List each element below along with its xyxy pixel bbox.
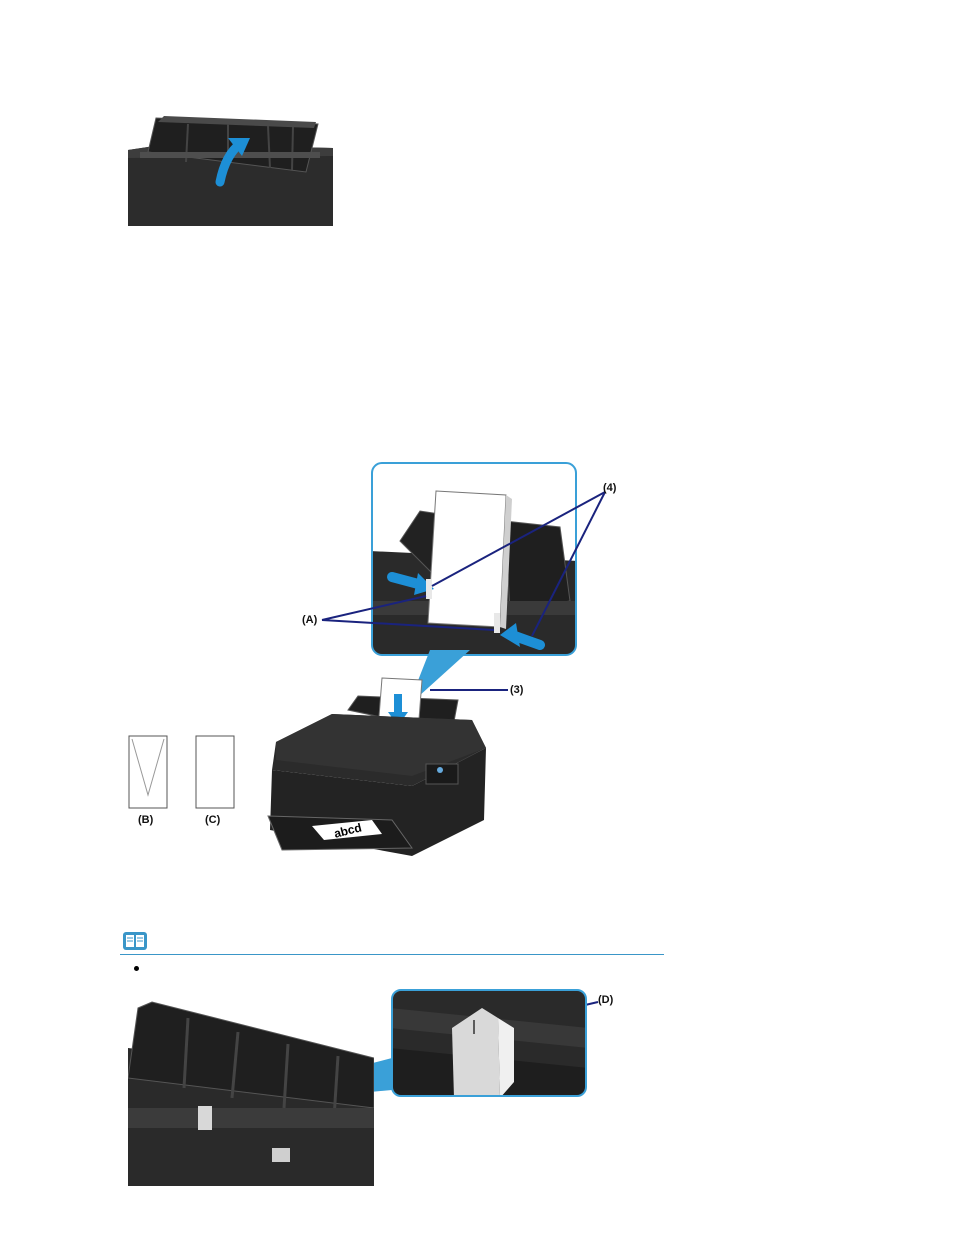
- guide-mark-callout: [390, 988, 588, 1098]
- envelope-b: [128, 735, 168, 809]
- note-book-icon: [122, 931, 148, 951]
- label-d: (D): [598, 994, 613, 1006]
- label-c: (C): [205, 814, 220, 826]
- note-icon-wrap: [122, 931, 148, 951]
- rear-tray-closeup: [128, 998, 374, 1186]
- label-three: (3): [510, 684, 523, 696]
- printer-illustration: abcd: [262, 670, 492, 856]
- label-a: (A): [302, 614, 317, 626]
- envelope-c: [195, 735, 235, 809]
- label-b: (B): [138, 814, 153, 826]
- bullet-icon: [134, 966, 139, 971]
- label-four: (4): [603, 482, 616, 494]
- note-rule: [120, 954, 664, 955]
